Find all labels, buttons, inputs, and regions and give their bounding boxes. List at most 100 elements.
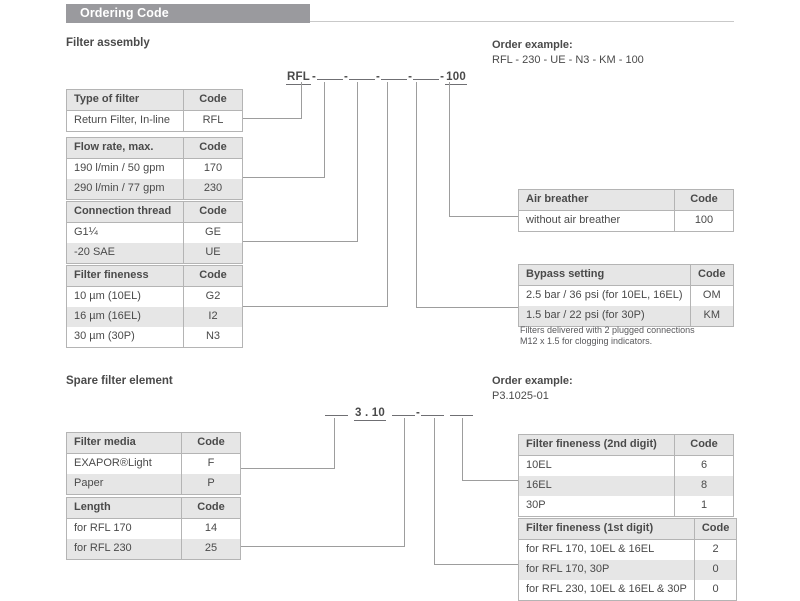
connector-line xyxy=(404,418,405,546)
column-header-code: Code xyxy=(674,434,734,456)
row-label: for RFL 170, 30P xyxy=(518,560,695,580)
code-blank-1 xyxy=(317,68,343,80)
table-row: 16EL 8 xyxy=(518,476,734,496)
row-code: 1 xyxy=(674,496,734,517)
table-header-row: Connection thread Code xyxy=(66,201,243,223)
row-code: F xyxy=(181,453,241,474)
table-row: without air breather 100 xyxy=(519,210,734,232)
row-code: 0 xyxy=(693,560,737,580)
row-label: 30P xyxy=(526,499,546,511)
row-code: P xyxy=(181,474,241,495)
code-dash-3: - xyxy=(376,71,381,83)
table-row: 10 µm (10EL) G2 xyxy=(67,286,243,307)
connector-line xyxy=(416,82,417,307)
connector-line xyxy=(243,177,325,178)
table-row: for RFL 170 14 xyxy=(67,518,241,539)
row-code: 8 xyxy=(674,476,734,496)
code-blank-2 xyxy=(349,68,376,80)
row-label: for RFL 170 xyxy=(74,522,132,534)
row-label: 1.5 bar / 22 psi (for 30P) xyxy=(518,306,691,327)
table-row: 290 l/min / 77 gpm 230 xyxy=(66,179,243,200)
row-label: 10 µm (10EL) xyxy=(74,290,141,302)
column-header-label: Filter fineness (2nd digit) xyxy=(518,434,675,456)
column-header-code: Code xyxy=(183,89,243,111)
table-row: for RFL 170, 10EL & 16EL 2 xyxy=(519,539,737,560)
code-prefix: RFL xyxy=(286,71,311,85)
table-bypass-setting: Bypass setting Code 2.5 bar / 36 psi (fo… xyxy=(518,264,734,327)
spare-element-code-template: 3 . 10- xyxy=(325,404,474,421)
table-row: 10EL 6 xyxy=(519,455,734,476)
row-label: Return Filter, In-line xyxy=(74,114,170,126)
connector-line xyxy=(357,82,358,241)
connector-line xyxy=(243,241,358,242)
column-header-label: Filter fineness xyxy=(66,265,184,287)
connector-line xyxy=(301,82,302,118)
table-row: 1.5 bar / 22 psi (for 30P) KM xyxy=(518,306,734,327)
connector-line xyxy=(243,118,302,119)
section-caption-spare-filter-element: Spare filter element xyxy=(66,375,173,387)
column-header-code: Code xyxy=(183,201,243,223)
connector-line xyxy=(449,82,450,216)
table-air-breather: Air breather Code without air breather 1… xyxy=(518,189,734,232)
table-header-row: Filter fineness (2nd digit) Code xyxy=(518,434,734,456)
row-label: -20 SAE xyxy=(66,243,184,264)
table-filter-fineness-2nd-digit: Filter fineness (2nd digit) Code 10EL 6 … xyxy=(518,434,734,517)
code-dash-5: - xyxy=(440,71,445,83)
table-row: 30P 1 xyxy=(519,496,734,517)
row-code: 6 xyxy=(674,455,734,476)
code-blank-4 xyxy=(413,68,440,80)
table-row: 16 µm (16EL) I2 xyxy=(66,307,243,327)
connector-line xyxy=(434,418,435,564)
connector-line xyxy=(416,307,518,308)
table-row: for RFL 230, 10EL & 16EL & 30P 0 xyxy=(519,580,737,601)
column-header-code: Code xyxy=(181,432,241,454)
connector-line xyxy=(334,418,335,468)
table-row: for RFL 230 25 xyxy=(66,539,241,560)
column-header-code: Code xyxy=(689,264,734,286)
row-label: G1¼ xyxy=(74,226,98,238)
code-dash-4: - xyxy=(408,71,413,83)
row-code: GE xyxy=(183,222,243,243)
table-row: EXAPOR®Light F xyxy=(67,453,241,474)
row-code: 25 xyxy=(181,539,241,560)
row-label: 190 l/min / 50 gpm xyxy=(74,162,165,174)
connector-line xyxy=(462,480,518,481)
code-blank-4 xyxy=(450,404,474,416)
connector-line xyxy=(434,564,518,565)
code-blank-3 xyxy=(381,68,408,80)
column-header-label: Bypass setting xyxy=(518,264,691,286)
row-code: N3 xyxy=(183,327,243,348)
code-dash-2: - xyxy=(344,71,349,83)
row-label: Paper xyxy=(66,474,182,495)
row-label: 10EL xyxy=(526,459,552,471)
code-blank-2 xyxy=(391,404,415,416)
connector-line xyxy=(449,216,518,217)
table-row: G1¼ GE xyxy=(67,222,243,243)
row-code: 230 xyxy=(183,179,243,200)
row-code: 100 xyxy=(674,210,734,232)
row-label: for RFL 230, 10EL & 16EL & 30P xyxy=(526,583,687,595)
row-code: I2 xyxy=(183,307,243,327)
table-row: Return Filter, In-line RFL xyxy=(67,110,243,132)
table-flow-rate: Flow rate, max. Code 190 l/min / 50 gpm … xyxy=(66,137,243,200)
connector-line xyxy=(324,82,325,177)
column-header-code: Code xyxy=(181,497,241,519)
row-label: without air breather xyxy=(526,214,621,226)
column-header-code: Code xyxy=(183,265,243,287)
row-code: UE xyxy=(183,243,243,264)
row-label: 16EL xyxy=(518,476,675,496)
code-dash-1: - xyxy=(415,407,421,419)
code-suffix: 100 xyxy=(445,71,467,85)
section-caption-filter-assembly: Filter assembly xyxy=(66,37,150,49)
order-example-value: RFL - 230 - UE - N3 - KM - 100 xyxy=(492,54,644,66)
table-row: 2.5 bar / 36 psi (for 10EL, 16EL) OM xyxy=(519,285,734,306)
table-header-row: Bypass setting Code xyxy=(518,264,734,286)
table-type-of-filter: Type of filter Code Return Filter, In-li… xyxy=(66,89,243,132)
order-example-label: Order example: xyxy=(492,39,573,51)
column-header-label: Type of filter xyxy=(66,89,184,111)
table-row: -20 SAE UE xyxy=(66,243,243,264)
row-code: KM xyxy=(689,306,734,327)
row-label: for RFL 170, 10EL & 16EL xyxy=(526,543,655,555)
code-blank-1 xyxy=(325,404,348,416)
connector-line xyxy=(462,418,463,480)
